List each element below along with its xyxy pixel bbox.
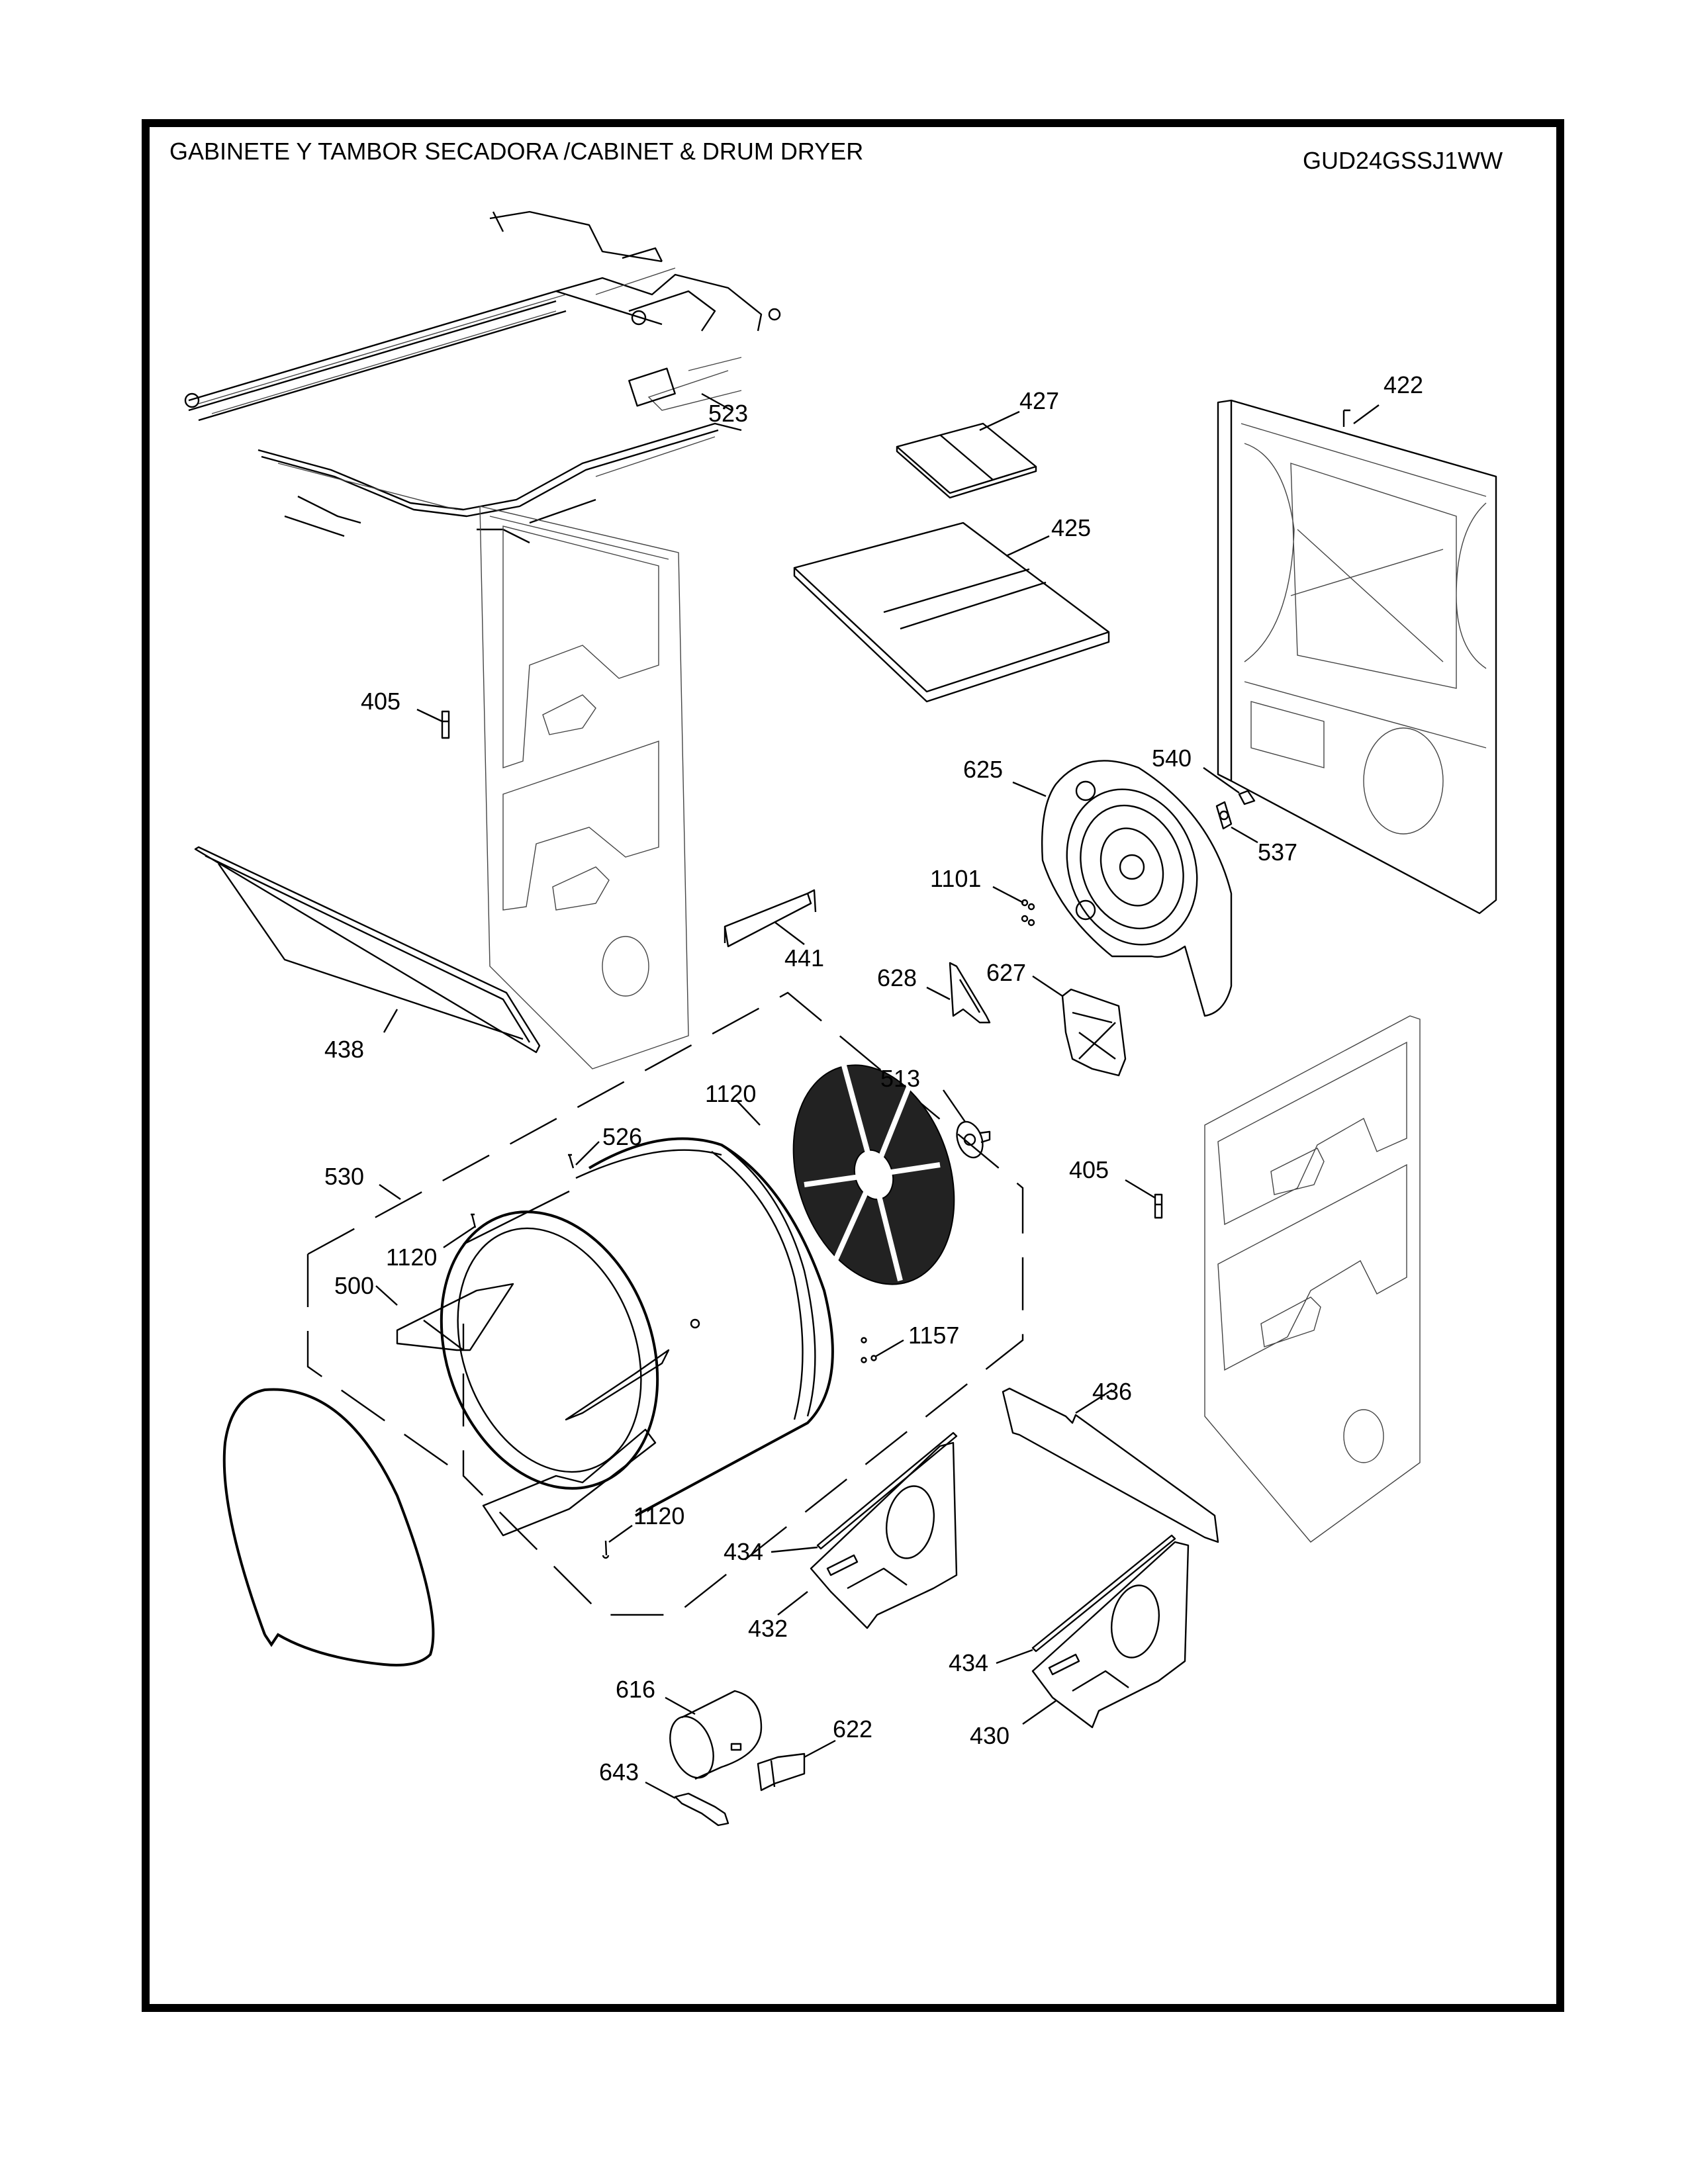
connector-622 — [757, 1752, 806, 1792]
leader-513 — [375, 1285, 398, 1306]
callout-1157: 1157 — [908, 1322, 959, 1349]
top-cover-panel-425 — [793, 522, 1110, 703]
callout-628-label: 628 — [877, 964, 917, 991]
clip-405-left — [441, 710, 450, 739]
leader-622 — [804, 1739, 836, 1758]
leader-1120-bottom — [608, 1525, 633, 1543]
leader-627 — [1032, 976, 1063, 997]
callout-627: 627 — [986, 959, 1026, 986]
support-bracket-628 — [949, 962, 991, 1024]
rear-drum-bulkhead-526 — [792, 1064, 955, 1285]
leader-1157 — [874, 1339, 904, 1358]
leader-434-lower — [996, 1649, 1033, 1664]
leader-405-left — [416, 708, 443, 723]
screws-1157 — [861, 1337, 877, 1363]
callout-1120-bottom: 1120 — [633, 1502, 684, 1529]
callout-500: 530 — [324, 1163, 364, 1190]
callout-526: 1120 — [705, 1080, 756, 1107]
clip-405-right — [1154, 1193, 1163, 1219]
callout-432: 432 — [748, 1615, 788, 1642]
leader-405-right — [1125, 1179, 1156, 1199]
callout-616: 616 — [616, 1676, 655, 1703]
blower-housing-625 — [1041, 760, 1233, 1017]
leader-537 — [1231, 826, 1258, 844]
callout-643: 643 — [599, 1758, 639, 1786]
callout-537: 537 — [1258, 839, 1297, 866]
diagram-title: GABINETE Y TAMBOR SECADORA /CABINET & DR… — [169, 138, 864, 165]
seal-434-upper — [816, 1432, 958, 1550]
screw-1120-bottom — [602, 1540, 610, 1559]
drum-baffle-513 — [396, 1283, 514, 1351]
leader-523 — [701, 392, 732, 412]
screws-1101 — [1021, 899, 1035, 927]
leader-430 — [1022, 1700, 1056, 1725]
leader-1101 — [992, 886, 1024, 904]
leader-441 — [774, 921, 805, 945]
left-side-panel — [479, 506, 689, 1069]
callout-405-left: 405 — [361, 688, 400, 715]
seal-434-lower — [1031, 1534, 1176, 1653]
motor-capacitor-616 — [669, 1690, 763, 1780]
front-base-bracket-430 — [1031, 1541, 1190, 1729]
capacitor-strap-643 — [674, 1792, 729, 1827]
leader-432 — [777, 1591, 808, 1615]
leader-530 — [943, 1089, 966, 1122]
front-drum-seal — [222, 1388, 435, 1666]
callout-434-upper: 434 — [724, 1538, 763, 1565]
leader-438 — [383, 1009, 399, 1033]
thermistor-540 — [1238, 790, 1256, 805]
leader-1120-top — [575, 1141, 600, 1165]
leader-436 — [1075, 1388, 1113, 1414]
callout-622: 622 — [833, 1715, 872, 1743]
screw-1120-top — [568, 1154, 575, 1169]
callout-438: 438 — [324, 1036, 364, 1063]
diagram-border — [142, 119, 1564, 2012]
callout-430: 430 — [970, 1722, 1009, 1749]
drum-assembly-outline-500-left — [306, 1254, 464, 1477]
wire-harness-523 — [184, 210, 781, 544]
side-gasket-438 — [194, 846, 541, 1054]
leader-434-upper — [771, 1546, 818, 1553]
screw-1120-left — [471, 1213, 477, 1228]
callout-625: 625 — [963, 756, 1003, 783]
leader-500 — [379, 1184, 401, 1200]
rear-panel-422 — [1217, 399, 1497, 915]
leader-643 — [645, 1781, 676, 1799]
leader-540 — [1203, 767, 1240, 794]
rear-base-bracket-432 — [810, 1441, 958, 1629]
callout-540: 540 — [1152, 745, 1192, 772]
leader-422 — [1353, 404, 1380, 424]
callout-441: 441 — [784, 944, 824, 972]
callout-523: 523 — [708, 400, 748, 427]
duct-bracket-627 — [1061, 988, 1127, 1077]
callout-513: 500 — [334, 1272, 374, 1299]
drum-bearing-530 — [956, 1120, 991, 1159]
callout-422: 422 — [1383, 371, 1423, 398]
leader-526 — [735, 1099, 761, 1126]
leader-425 — [1006, 535, 1050, 557]
leader-616 — [665, 1696, 696, 1715]
right-side-panel — [1204, 1015, 1421, 1543]
leader-427 — [979, 410, 1020, 432]
callout-434-lower: 434 — [949, 1649, 988, 1676]
callout-1120-top: 526 — [602, 1123, 642, 1150]
callout-427: 427 — [1019, 387, 1059, 414]
callout-1120-left: 1120 — [386, 1244, 437, 1271]
top-insulation-pad-427 — [896, 422, 1037, 499]
callout-405-right: 405 — [1069, 1156, 1109, 1183]
leader-628 — [926, 986, 951, 1001]
callout-436: 436 — [1092, 1378, 1132, 1405]
thermostat-537 — [1215, 801, 1233, 830]
leader-1120-left — [443, 1226, 476, 1248]
model-number: GUD24GSSJ1WW — [1303, 147, 1503, 174]
front-bottom-rail-436 — [1002, 1387, 1219, 1543]
callout-530: 513 — [880, 1065, 920, 1092]
callout-425: 425 — [1051, 514, 1091, 541]
bracket-441 — [724, 889, 817, 948]
leader-625 — [1012, 781, 1047, 797]
callout-1101: 1101 — [930, 865, 981, 892]
drum-assembly-500 — [440, 1137, 834, 1537]
